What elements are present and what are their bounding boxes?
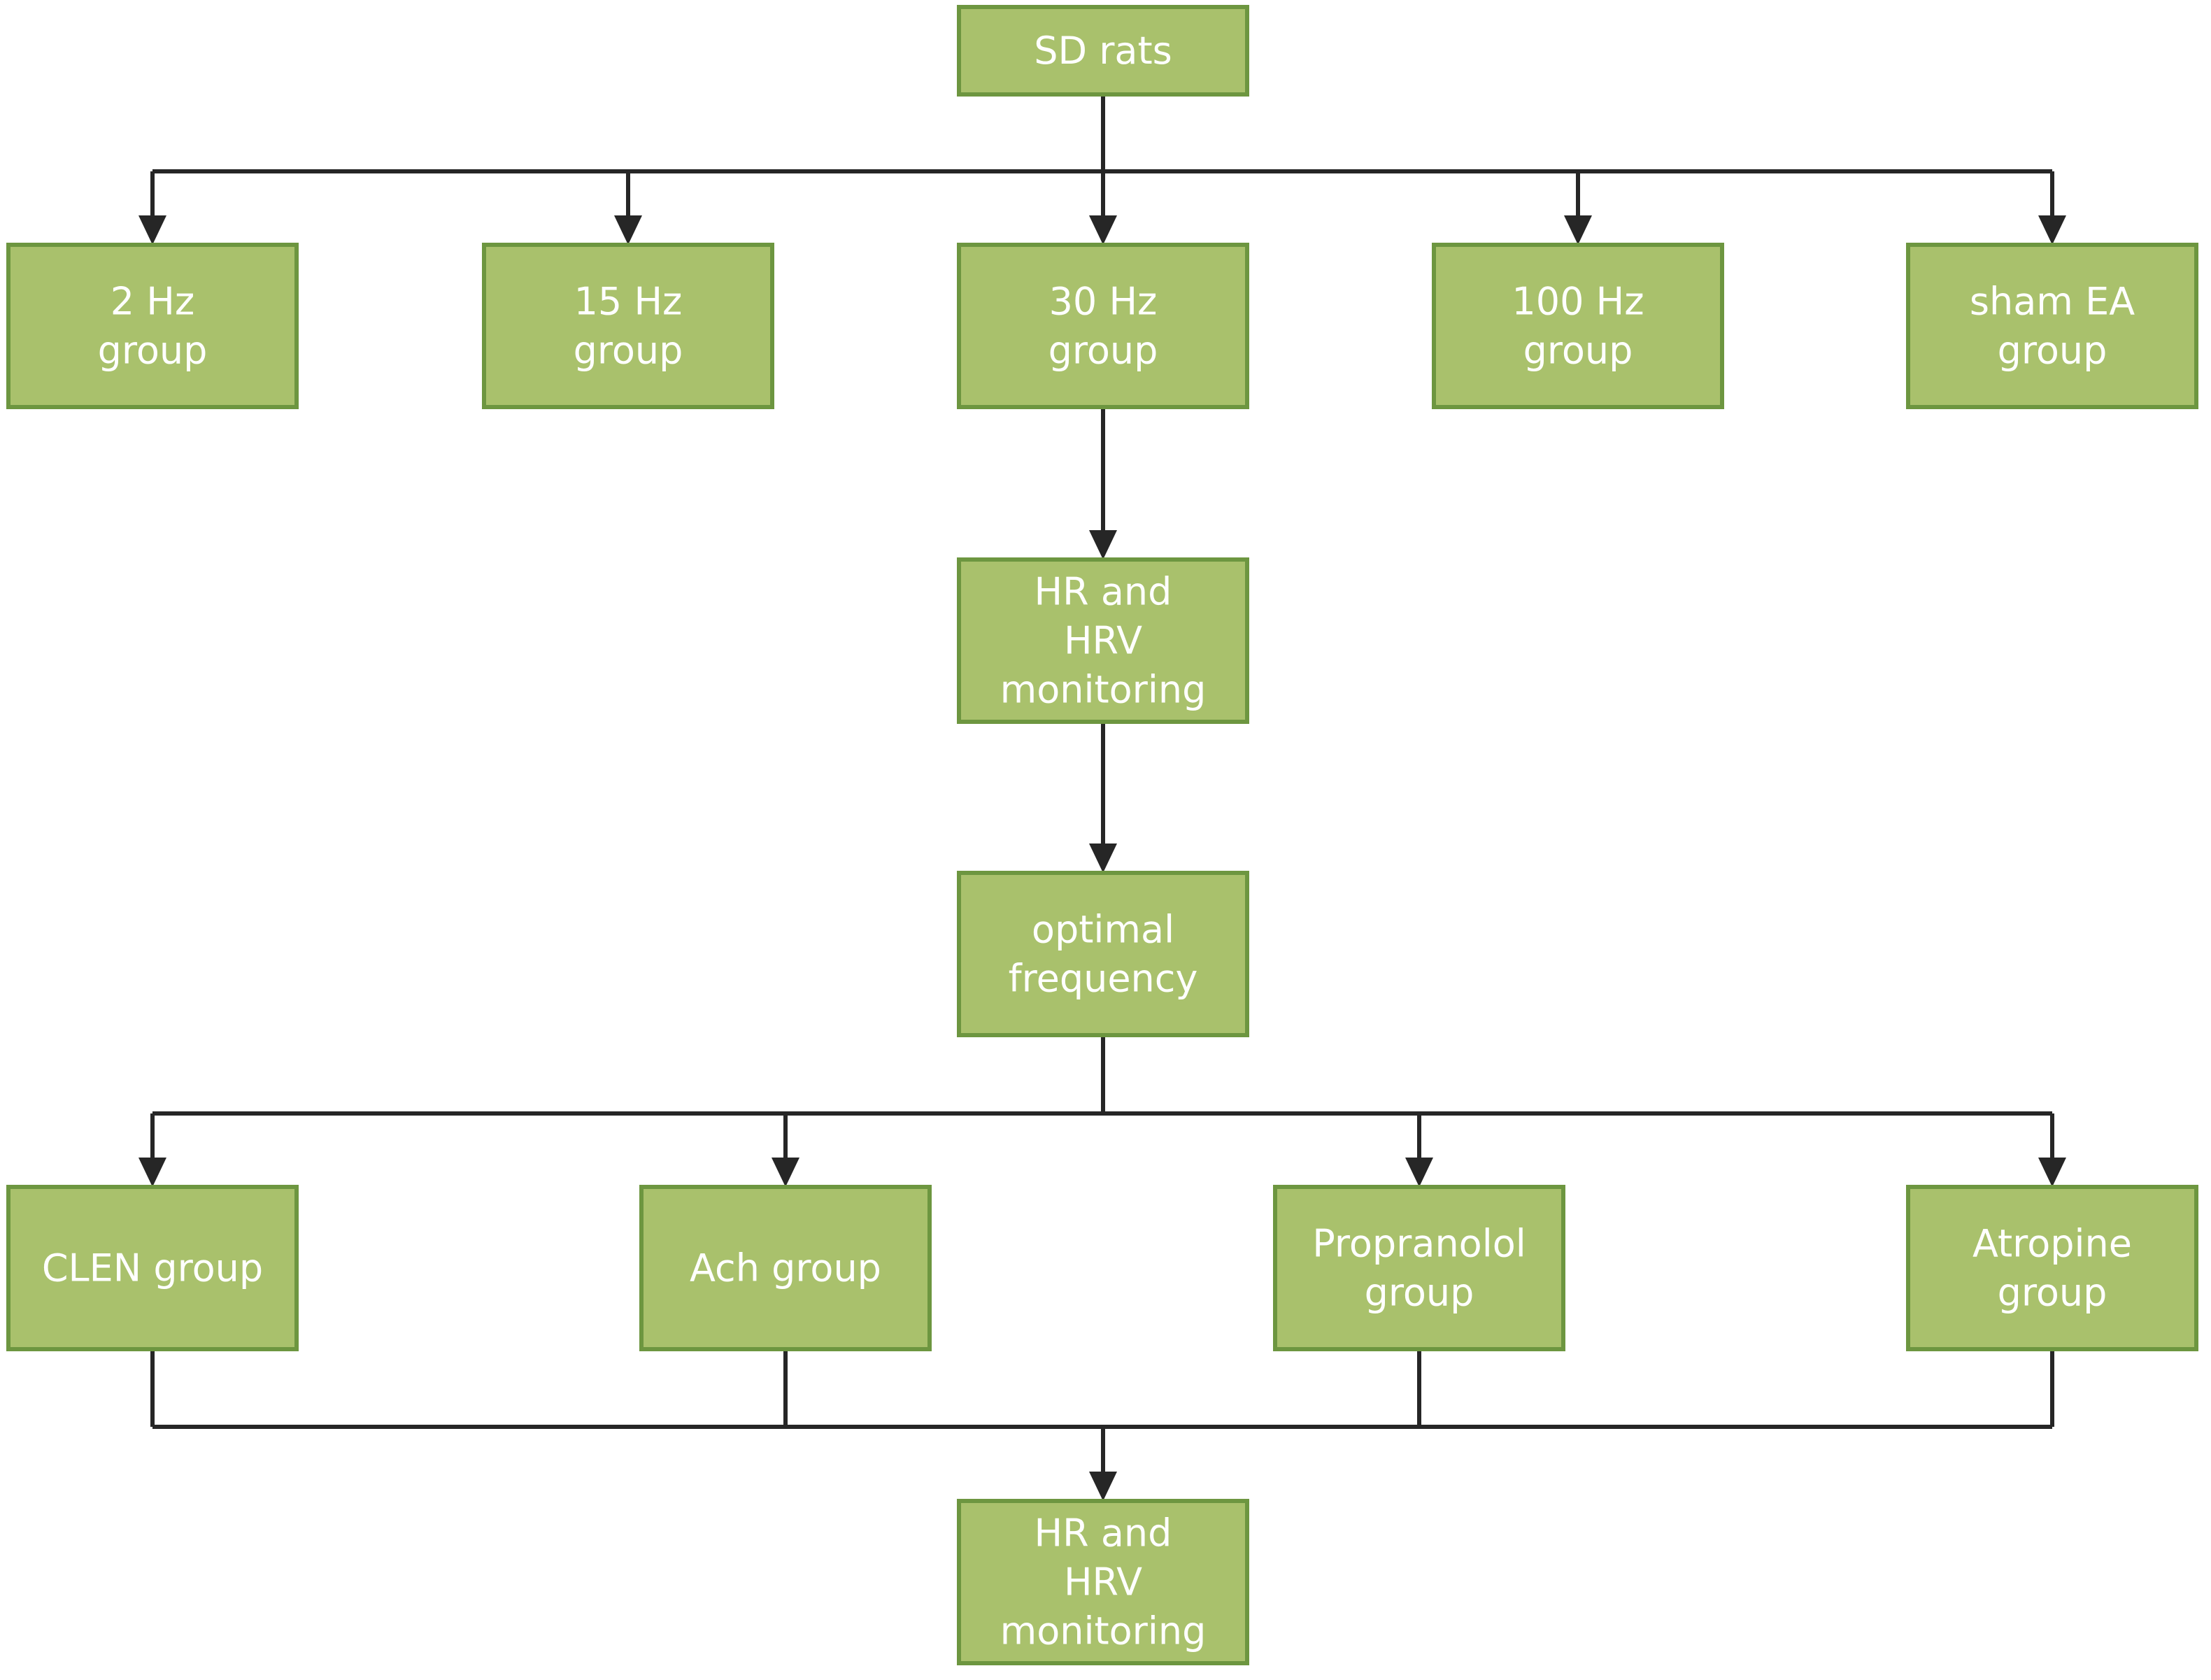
- node-hz30: 30 Hz group: [957, 243, 1249, 409]
- node-label: HRV: [1064, 1560, 1142, 1604]
- node-label: 2 Hz: [111, 280, 194, 324]
- node-box: [1906, 243, 2198, 409]
- arrowhead-atropine: [2038, 1158, 2066, 1187]
- node-label: 100 Hz: [1512, 280, 1644, 324]
- arrowhead-hz15: [614, 215, 642, 245]
- node-label: optimal: [1032, 908, 1174, 952]
- node-label: Propranolol: [1312, 1222, 1526, 1266]
- arrowhead-ach: [772, 1158, 799, 1187]
- node-box: [6, 1185, 299, 1351]
- node-label: 15 Hz: [574, 280, 683, 324]
- arrowhead-hz100: [1564, 215, 1592, 245]
- arrowhead-optimal: [1089, 843, 1117, 873]
- node-label: HRV: [1064, 619, 1142, 663]
- arrowhead-hz2: [138, 215, 166, 245]
- node-label: group: [1998, 1271, 2107, 1315]
- node-sham: sham EA group: [1906, 243, 2198, 409]
- node-box: [1273, 1185, 1565, 1351]
- node-box: [957, 5, 1249, 97]
- node-box: [482, 243, 774, 409]
- node-label: frequency: [1009, 957, 1198, 1001]
- arrowhead-propranolol: [1405, 1158, 1433, 1187]
- node-sd-rats: SD rats: [957, 5, 1249, 97]
- arrowhead-hz30: [1089, 215, 1117, 245]
- node-label: group: [98, 329, 208, 373]
- node-hz15: 15 Hz group: [482, 243, 774, 409]
- node-box: [957, 243, 1249, 409]
- node-box: [957, 557, 1249, 724]
- arrowhead-sham: [2038, 215, 2066, 245]
- node-label: sham EA: [1970, 280, 2135, 324]
- node-label: HR and: [1035, 1511, 1172, 1556]
- node-label: CLEN group: [42, 1246, 263, 1290]
- node-label: 30 Hz: [1049, 280, 1158, 324]
- node-hz100: 100 Hz group: [1432, 243, 1724, 409]
- node-box: [639, 1185, 932, 1351]
- node-label: group: [1998, 329, 2107, 373]
- arrowhead-clen: [138, 1158, 166, 1187]
- node-label: SD rats: [1034, 29, 1172, 73]
- arrowhead-hrv1: [1089, 530, 1117, 560]
- node-label: group: [1048, 329, 1158, 373]
- node-box: [1906, 1185, 2198, 1351]
- node-label: Ach group: [690, 1246, 881, 1290]
- node-box: [957, 871, 1249, 1037]
- arrowhead-hrv2: [1089, 1472, 1117, 1501]
- node-label: HR and: [1035, 570, 1172, 614]
- node-label: group: [1365, 1271, 1474, 1315]
- node-label: group: [1523, 329, 1633, 373]
- node-hz2: 2 Hz group: [6, 243, 299, 409]
- node-clen: CLEN group: [6, 1185, 299, 1351]
- node-optimal: optimal frequency: [957, 871, 1249, 1037]
- connectors: [138, 94, 2066, 1501]
- node-label: monitoring: [1000, 668, 1207, 712]
- node-label: group: [574, 329, 683, 373]
- node-box: [6, 243, 299, 409]
- node-atropine: Atropine group: [1906, 1185, 2198, 1351]
- node-label: Atropine: [1972, 1222, 2132, 1266]
- node-ach: Ach group: [639, 1185, 932, 1351]
- node-label: monitoring: [1000, 1609, 1207, 1653]
- node-box: [1432, 243, 1724, 409]
- node-propranolol: Propranolol group: [1273, 1185, 1565, 1351]
- node-box: [957, 1499, 1249, 1665]
